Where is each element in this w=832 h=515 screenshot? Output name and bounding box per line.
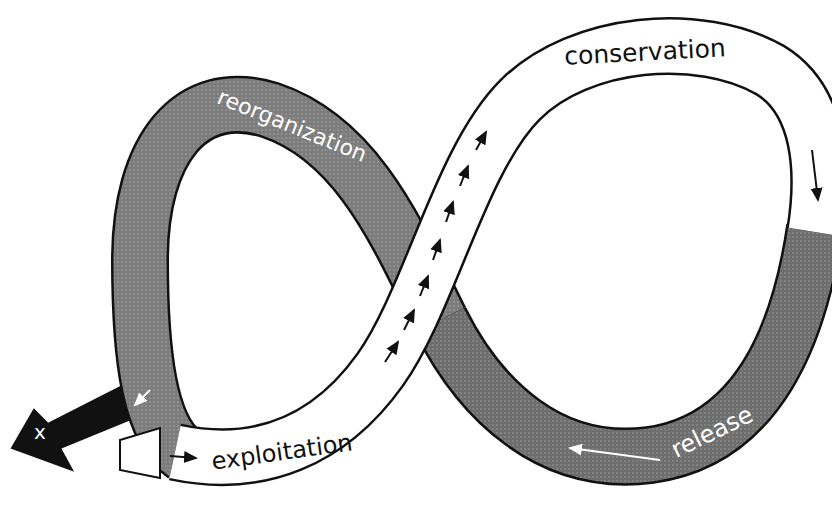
exit-marker: x bbox=[34, 422, 46, 442]
